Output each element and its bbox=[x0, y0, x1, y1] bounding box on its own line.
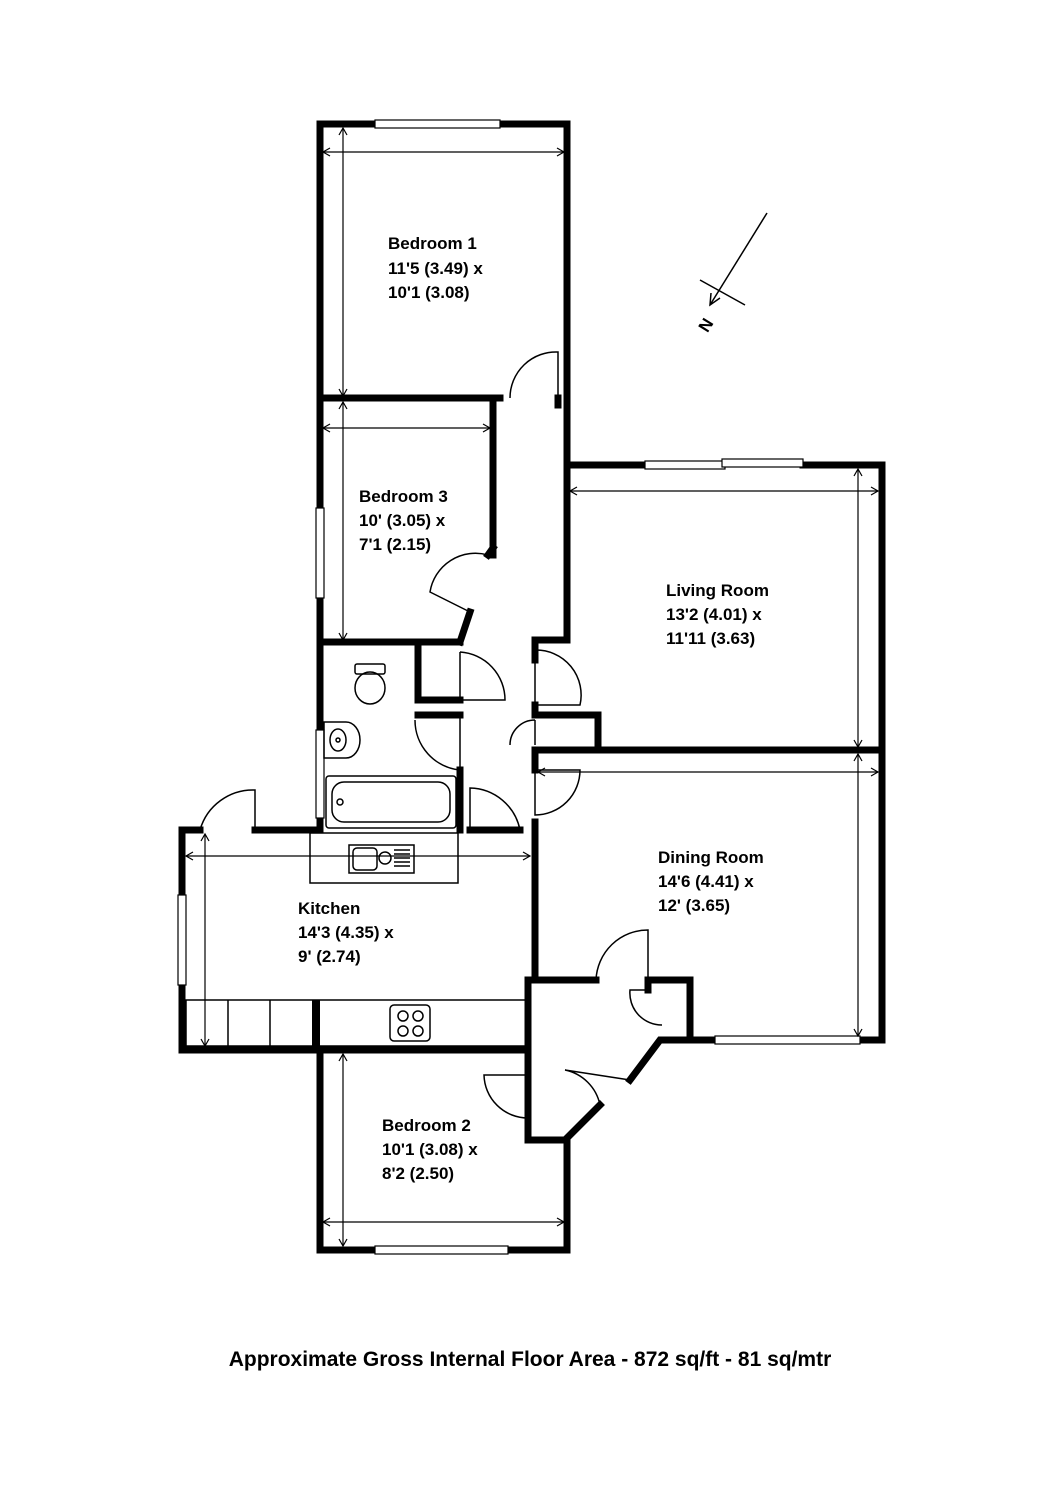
door-lobby-bedroom-2 bbox=[564, 1069, 631, 1106]
window-kitchen bbox=[177, 894, 187, 986]
door-bathroom-hall bbox=[469, 787, 521, 831]
door-cupboard-hall bbox=[509, 719, 536, 746]
room-name: Dining Room bbox=[658, 848, 764, 867]
walls bbox=[178, 120, 886, 1254]
worktop-top bbox=[309, 832, 459, 884]
label-dining-room: Dining Room 14'6 (4.41) x 12' (3.65) bbox=[658, 848, 764, 915]
room-dim-1: 11'5 (3.49) x bbox=[388, 259, 483, 278]
room-dim-2: 10'1 (3.08) bbox=[388, 283, 470, 302]
window-living-room-b bbox=[721, 458, 804, 468]
room-labels: Bedroom 1 11'5 (3.49) x 10'1 (3.08) Bedr… bbox=[298, 234, 769, 1183]
window-bedroom-2 bbox=[374, 1245, 509, 1255]
bathtub-icon bbox=[325, 775, 457, 829]
door-dining-room bbox=[534, 769, 581, 816]
floor-area-caption: Approximate Gross Internal Floor Area - … bbox=[229, 1348, 832, 1371]
label-kitchen: Kitchen 14'3 (4.35) x 9' (2.74) bbox=[298, 899, 394, 966]
sink-icon bbox=[348, 844, 415, 874]
door-bedroom-2 bbox=[483, 1074, 529, 1119]
room-dim-2: 11'11 (3.63) bbox=[666, 629, 755, 648]
door-bedroom-1 bbox=[509, 351, 559, 399]
room-dim-2: 8'2 (2.50) bbox=[382, 1164, 454, 1183]
room-name: Living Room bbox=[666, 581, 769, 600]
room-dim-1: 14'6 (4.41) x bbox=[658, 872, 754, 891]
worktop-bottom bbox=[185, 999, 527, 1047]
door-cupboard-lobby bbox=[629, 989, 663, 1026]
north-arrow-icon: N bbox=[695, 212, 768, 336]
label-bedroom-2: Bedroom 2 10'1 (3.08) x 8'2 (2.50) bbox=[382, 1116, 478, 1183]
door-wc bbox=[459, 651, 506, 701]
room-dim-1: 10' (3.05) x bbox=[359, 511, 446, 530]
room-name: Bedroom 3 bbox=[359, 487, 448, 506]
door-dining-lobby bbox=[595, 929, 649, 981]
window-living-room-a bbox=[644, 460, 726, 470]
window-bathroom bbox=[315, 729, 325, 819]
room-name: Bedroom 2 bbox=[382, 1116, 471, 1135]
room-dim-1: 14'3 (4.35) x bbox=[298, 923, 394, 942]
north-label: N bbox=[695, 315, 718, 335]
room-dim-1: 13'2 (4.01) x bbox=[666, 605, 762, 624]
toilet-icon bbox=[354, 663, 386, 705]
hob-icon bbox=[389, 1004, 431, 1042]
room-dim-2: 7'1 (2.15) bbox=[359, 535, 431, 554]
room-name: Kitchen bbox=[298, 899, 360, 918]
door-bathroom bbox=[414, 715, 461, 771]
window-dining-room bbox=[714, 1035, 861, 1045]
door-kitchen-ext bbox=[199, 789, 256, 831]
dimension-lines bbox=[184, 126, 880, 1248]
door-bedroom-3 bbox=[429, 552, 489, 613]
fixtures bbox=[185, 663, 527, 1047]
window-bedroom-1 bbox=[374, 119, 501, 129]
doors bbox=[199, 351, 663, 1119]
door-living-room bbox=[534, 649, 582, 706]
label-living-room: Living Room 13'2 (4.01) x 11'11 (3.63) bbox=[666, 581, 769, 648]
window-bedroom-3 bbox=[315, 507, 325, 599]
room-dim-2: 12' (3.65) bbox=[658, 896, 730, 915]
room-name: Bedroom 1 bbox=[388, 234, 477, 253]
label-bedroom-3: Bedroom 3 10' (3.05) x 7'1 (2.15) bbox=[359, 487, 448, 554]
windows bbox=[177, 119, 861, 1255]
washbasin-icon bbox=[323, 721, 361, 759]
label-bedroom-1: Bedroom 1 11'5 (3.49) x 10'1 (3.08) bbox=[388, 234, 483, 302]
room-dim-1: 10'1 (3.08) x bbox=[382, 1140, 478, 1159]
room-dim-2: 9' (2.74) bbox=[298, 947, 361, 966]
